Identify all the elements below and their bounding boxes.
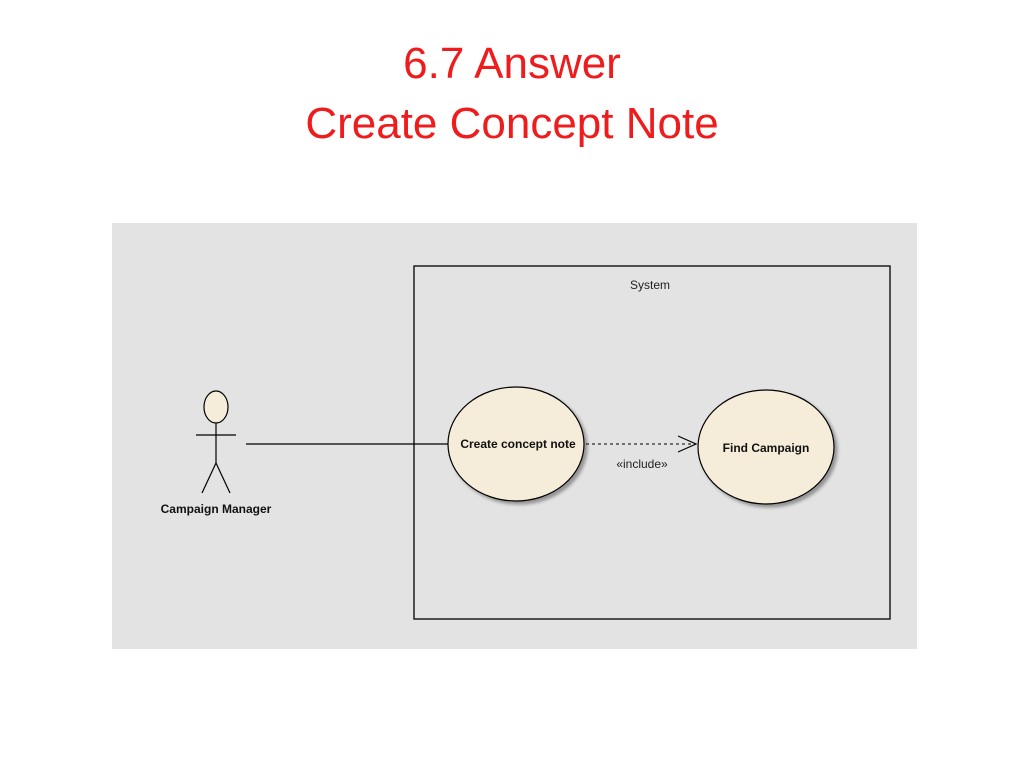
use-case-label-create-concept-note: Create concept note	[460, 437, 576, 451]
use-case-find-campaign	[697, 389, 835, 505]
diagram-canvas: System Campaign Manager Create concept n…	[161, 265, 891, 620]
include-arrowhead	[677, 435, 698, 453]
actor-left-leg	[201, 462, 217, 494]
title-line-2: Create Concept Note	[305, 99, 719, 148]
system-boundary	[413, 265, 891, 620]
actor-campaign-manager	[196, 390, 236, 494]
use-case-label-find-campaign: Find Campaign	[723, 441, 810, 455]
actor-head	[203, 390, 229, 424]
use-case-diagram: System Campaign Manager Create concept n…	[112, 223, 917, 649]
actor-name: Campaign Manager	[161, 502, 272, 516]
system-label: System	[630, 278, 670, 292]
actor-right-leg	[215, 462, 231, 494]
title-line-1: 6.7 Answer	[403, 39, 621, 88]
include-stereotype: «include»	[616, 457, 668, 471]
use-case-create-concept-note	[447, 386, 585, 502]
slide-title: 6.7 Answer Create Concept Note	[0, 34, 1024, 154]
